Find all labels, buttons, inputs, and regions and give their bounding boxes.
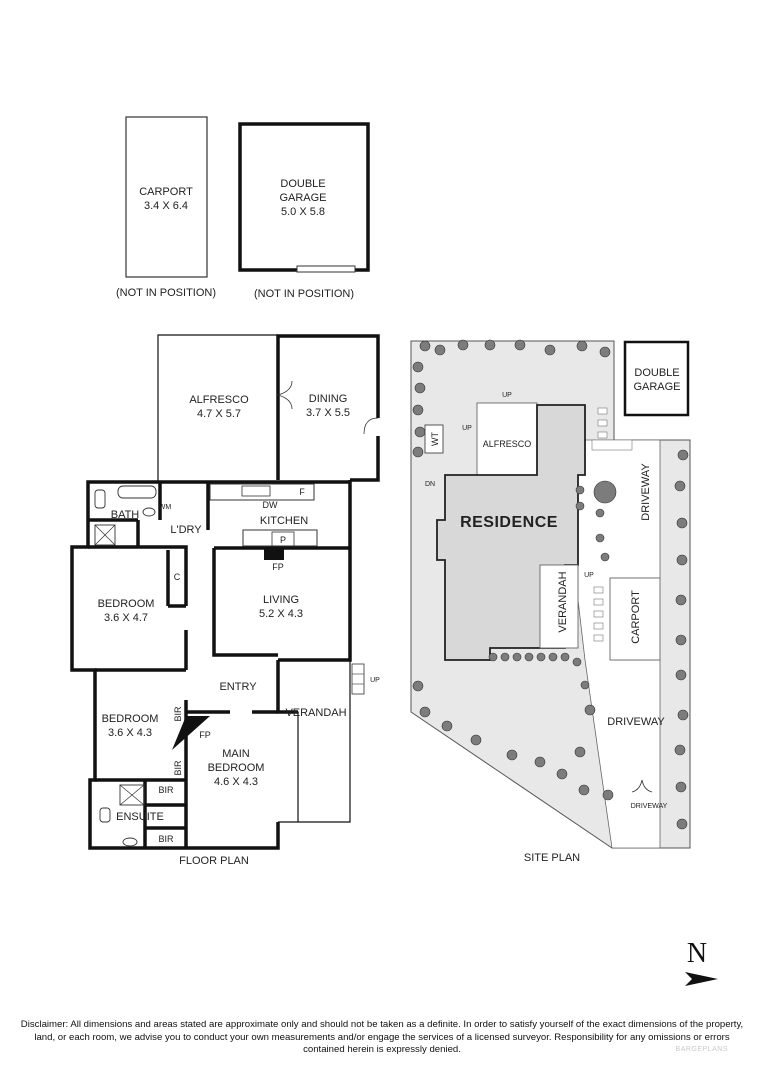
site-trees	[412, 339, 689, 830]
alfresco-outline	[157, 334, 278, 482]
floor-plan: ALFRESCO 4.7 X 5.7 DINING 3.7 X 5.5 BATH…	[70, 334, 380, 867]
north-label: N	[687, 938, 707, 969]
garage-note: (NOT IN POSITION)	[254, 288, 354, 300]
bir-2-label: BIR	[173, 760, 183, 776]
living-fireplace-label: FP	[272, 562, 284, 572]
floor-plan-caption: FLOOR PLAN	[179, 855, 249, 867]
site-wt-label: WT	[430, 432, 440, 446]
carport-label: CARPORT	[139, 186, 193, 198]
bedroom-fireplace-label: FP	[199, 730, 211, 740]
site-double-garage	[623, 340, 690, 417]
entry-label: ENTRY	[219, 681, 257, 693]
bedroom-1-label: BEDROOM	[98, 598, 155, 610]
site-dn-label: DN	[425, 481, 435, 488]
site-alfresco-label: ALFRESCO	[483, 439, 532, 449]
living-room-label: LIVING	[263, 594, 299, 606]
north-arrow-icon: N	[685, 938, 718, 986]
pantry-label: P	[280, 535, 286, 545]
site-garage-label-2: GARAGE	[633, 381, 680, 393]
garage-dims: 5.0 X 5.8	[281, 206, 325, 218]
entry-up-label: UP	[370, 677, 380, 684]
disclaimer-text: Disclaimer: All dimensions and areas sta…	[20, 1019, 744, 1055]
site-verandah-label: VERANDAH	[557, 571, 569, 632]
garage-label-1: DOUBLE	[280, 178, 325, 190]
carport-dims: 3.4 X 6.4	[144, 200, 188, 212]
site-plan: RESIDENCE ALFRESCO WT DN UP UP UP DOUBLE…	[410, 339, 691, 864]
site-up-label-2: UP	[462, 425, 472, 432]
site-garage-label-1: DOUBLE	[634, 367, 679, 379]
site-driveway-mid-label: DRIVEWAY	[607, 716, 665, 728]
bir-4-label: BIR	[158, 834, 174, 844]
site-driveway-top-label: DRIVEWAY	[640, 463, 652, 521]
alfresco-room-label: ALFRESCO	[189, 394, 249, 406]
garage-structure: DOUBLE GARAGE 5.0 X 5.8 (NOT IN POSITION…	[238, 122, 370, 300]
fridge-label: F	[299, 487, 305, 497]
site-carport-label: CARPORT	[630, 590, 642, 644]
site-alfresco	[476, 402, 538, 476]
main-bedroom-dims: 4.6 X 4.3	[214, 776, 258, 788]
living-room-dims: 5.2 X 4.3	[259, 608, 303, 620]
alfresco-room-dims: 4.7 X 5.7	[197, 408, 241, 420]
bedroom-2-label: BEDROOM	[102, 713, 159, 725]
dishwasher-label: DW	[263, 500, 278, 510]
closet-label: C	[174, 572, 181, 582]
dining-room-dims: 3.7 X 5.5	[306, 407, 350, 419]
kitchen-room-label: KITCHEN	[260, 515, 308, 527]
main-bedroom-label-2: BEDROOM	[208, 762, 265, 774]
bir-1-label: BIR	[173, 706, 183, 722]
verandah-label: VERANDAH	[285, 707, 346, 719]
bath-room-label: BATH	[111, 509, 140, 521]
site-up-label-3: UP	[584, 572, 594, 579]
bedroom-1-dims: 3.6 X 4.7	[104, 612, 148, 624]
site-verandah	[539, 564, 579, 649]
ensuite-label: ENSUITE	[116, 811, 164, 823]
bedroom-2-dims: 3.6 X 4.3	[108, 727, 152, 739]
carport-note: (NOT IN POSITION)	[116, 287, 216, 299]
site-residence-label: RESIDENCE	[460, 514, 558, 531]
site-carport	[609, 577, 661, 661]
garage-label-2: GARAGE	[279, 192, 326, 204]
site-plan-caption: SITE PLAN	[524, 852, 580, 864]
watermark-logo: BARGEPLANS	[675, 1046, 728, 1053]
wm-label: WM	[159, 504, 172, 511]
site-up-label-1: UP	[502, 392, 512, 399]
dining-room-label: DINING	[309, 393, 348, 405]
main-bedroom-label-1: MAIN	[222, 748, 250, 760]
carport-structure: CARPORT 3.4 X 6.4 (NOT IN POSITION)	[116, 116, 216, 299]
laundry-room-label: L'DRY	[170, 524, 202, 536]
site-driveway-bottom-label: DRIVEWAY	[631, 803, 668, 810]
bir-3-label: BIR	[158, 785, 174, 795]
